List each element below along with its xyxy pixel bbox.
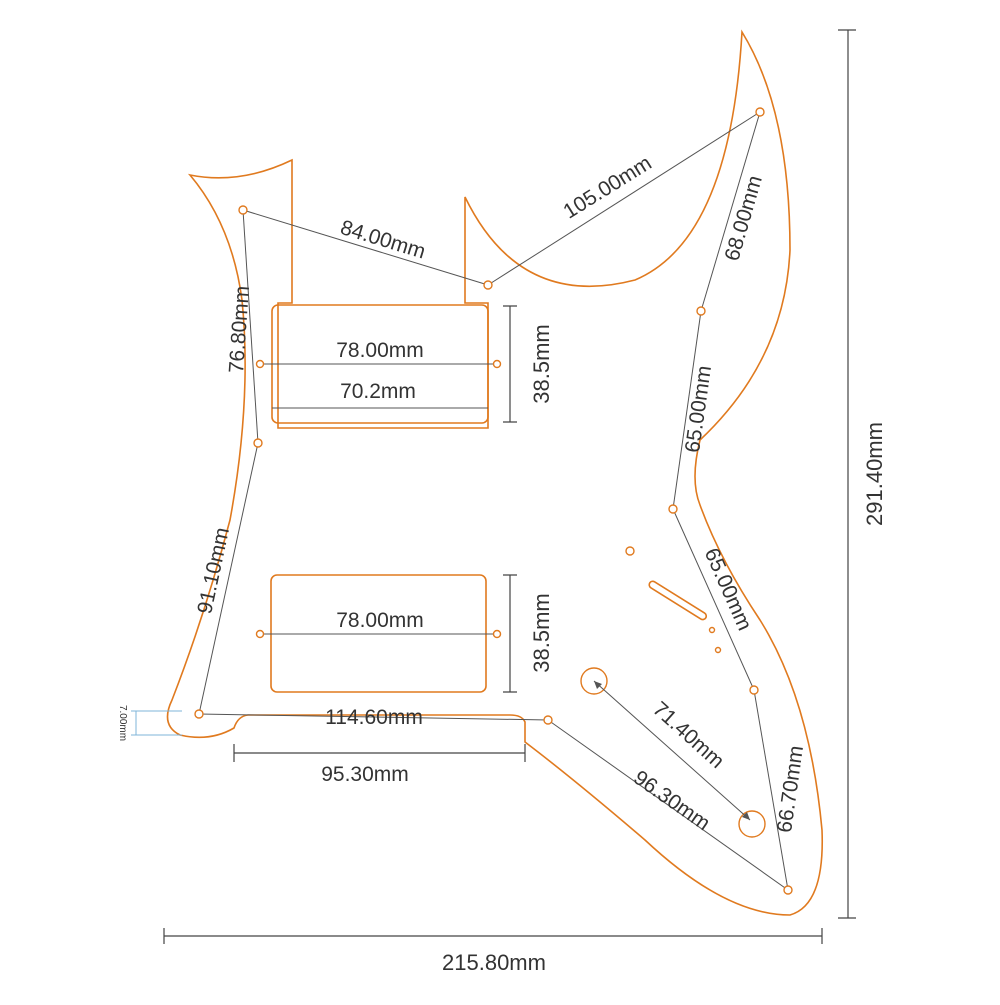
screw-hole bbox=[668, 504, 678, 514]
label-650b: 65.00mm bbox=[700, 545, 757, 634]
line-105 bbox=[487, 111, 761, 286]
arrow-714-start bbox=[594, 681, 602, 689]
control-hole-tiny-2 bbox=[714, 646, 722, 654]
line-963 bbox=[547, 719, 789, 891]
arrow-714-end bbox=[742, 812, 750, 820]
pickup-screw-hole bbox=[255, 629, 265, 639]
bracket-2914 bbox=[838, 29, 856, 919]
label-714: 71.40mm bbox=[648, 697, 728, 773]
bracket-953 bbox=[233, 744, 526, 762]
screw-hole bbox=[543, 715, 553, 725]
tone-pot-hole bbox=[738, 810, 766, 838]
label-700: 7.00mm bbox=[117, 705, 128, 741]
label-2158: 215.80mm bbox=[442, 950, 546, 975]
screw-hole bbox=[238, 205, 248, 215]
line-84 bbox=[242, 209, 489, 286]
control-hole-small bbox=[625, 546, 635, 556]
label-84: 84.00mm bbox=[338, 216, 428, 264]
screw-hole bbox=[194, 709, 204, 719]
label-650a: 65.00mm bbox=[681, 364, 716, 454]
switch-slot bbox=[648, 580, 708, 621]
line-911 bbox=[198, 442, 259, 715]
line-1146 bbox=[198, 713, 549, 721]
bracket-385b bbox=[503, 574, 517, 693]
label-1146: 114.60mm bbox=[325, 706, 423, 729]
pickup-screw-hole bbox=[255, 359, 265, 369]
label-667: 66.70mm bbox=[773, 744, 808, 834]
control-hole-tiny bbox=[708, 626, 716, 634]
pickguard-outline bbox=[166, 29, 824, 916]
label-385a: 38.5mm bbox=[529, 324, 554, 403]
line-650a bbox=[672, 310, 702, 510]
screw-hole bbox=[783, 885, 793, 895]
bracket-385a bbox=[503, 305, 517, 423]
label-780a: 78.00mm bbox=[336, 339, 424, 362]
line-68 bbox=[700, 111, 761, 312]
label-68: 68.00mm bbox=[721, 173, 767, 263]
bracket-700 bbox=[131, 710, 182, 736]
bracket-2158 bbox=[163, 928, 823, 944]
screw-hole bbox=[755, 107, 765, 117]
pickup-screw-hole bbox=[492, 359, 502, 369]
line-714 bbox=[593, 680, 751, 821]
label-2914: 291.40mm bbox=[862, 422, 887, 526]
pickup-screw-hole bbox=[492, 629, 502, 639]
screw-hole bbox=[483, 280, 493, 290]
label-911: 91.10mm bbox=[193, 525, 234, 615]
line-768 bbox=[242, 209, 259, 444]
screw-hole bbox=[749, 685, 759, 695]
screw-hole bbox=[253, 438, 263, 448]
label-385b: 38.5mm bbox=[529, 593, 554, 672]
label-702: 70.2mm bbox=[340, 380, 416, 403]
screw-hole bbox=[696, 306, 706, 316]
label-768: 76.80mm bbox=[225, 285, 254, 374]
line-650b bbox=[672, 508, 755, 691]
line-667 bbox=[753, 689, 789, 891]
label-780b: 78.00mm bbox=[336, 609, 424, 632]
label-953: 95.30mm bbox=[321, 763, 409, 786]
